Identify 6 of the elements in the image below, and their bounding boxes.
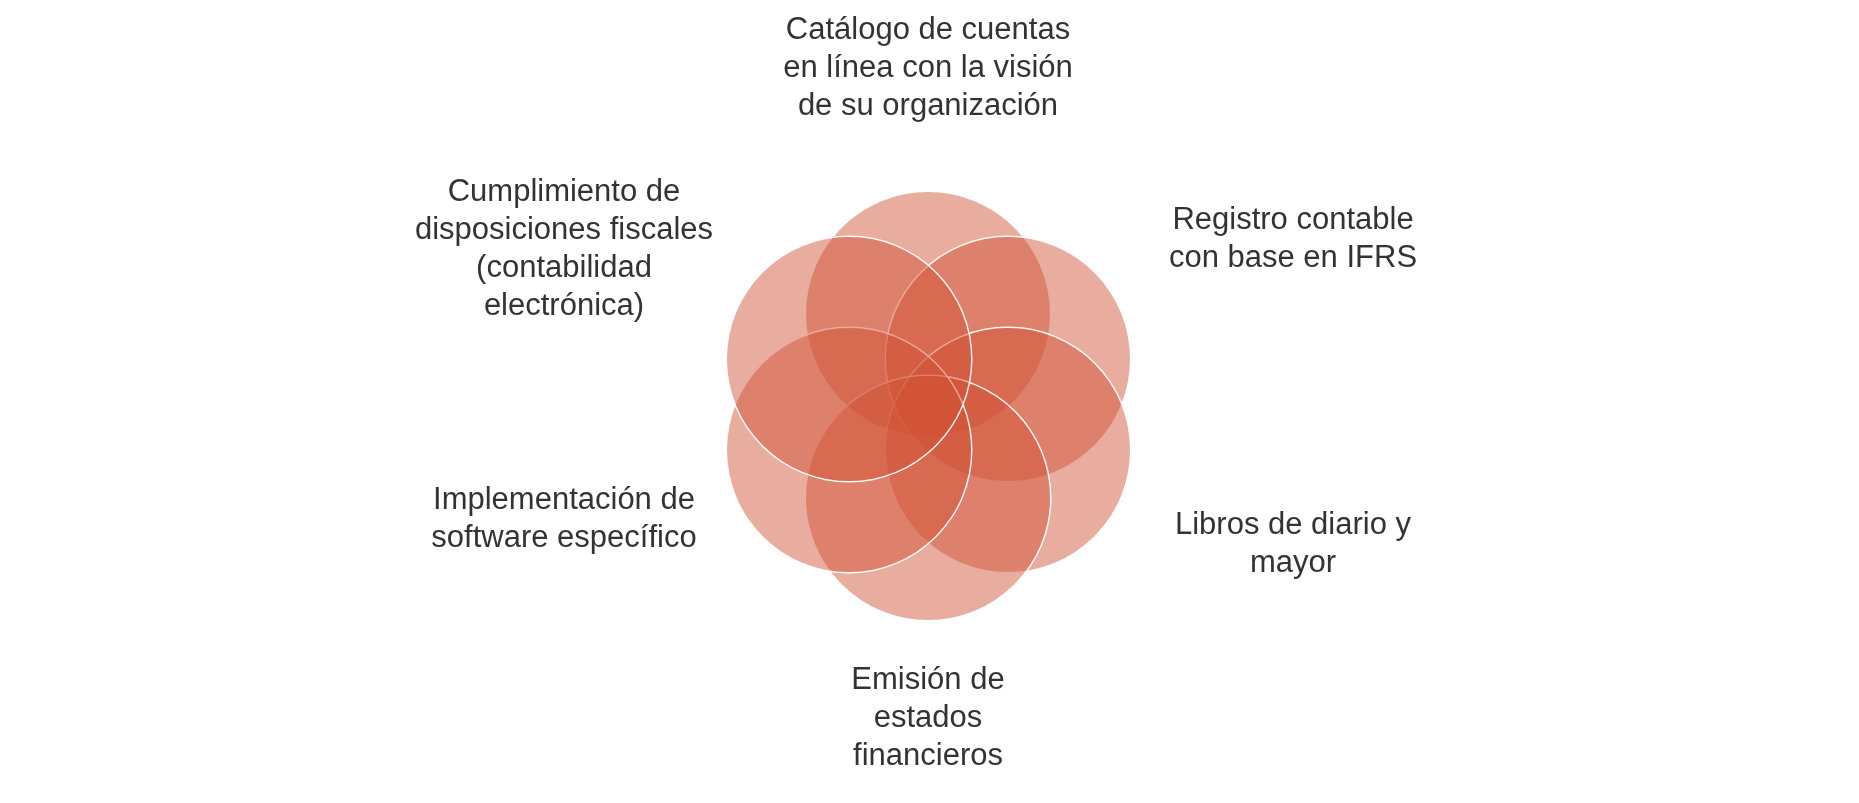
circle-label: Libros de diario y mayor [1173, 505, 1413, 581]
circle-label: Catálogo de cuentas en línea con la visión de su organización [782, 10, 1074, 124]
circle-label: Registro contable con base en IFRS [1167, 200, 1419, 276]
circle-label: Cumplimiento de disposiciones fiscales (contabilidad electrónica) [414, 172, 714, 324]
circle-label: Implementación de software específico [430, 480, 698, 556]
circle-label: Emisión de estados financieros [850, 660, 1006, 774]
